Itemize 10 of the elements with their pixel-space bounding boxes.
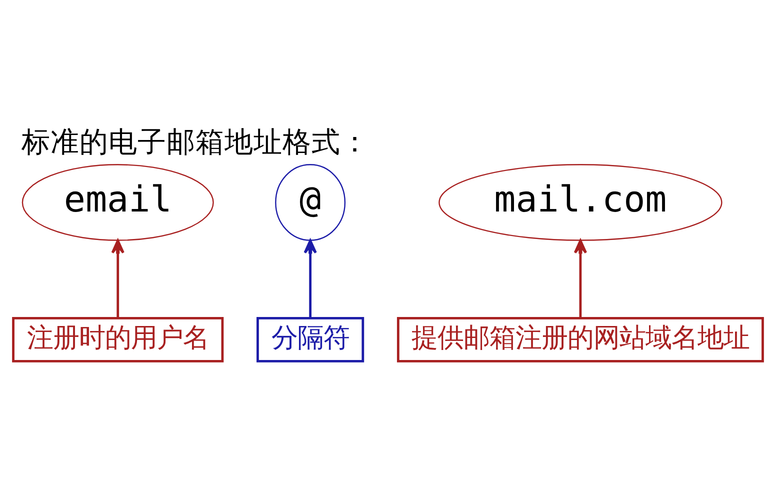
node-box: 提供邮箱注册的网站域名地址 (396, 317, 764, 362)
arrow (304, 239, 317, 318)
arrow (111, 239, 124, 318)
diagram-title: 标准的电子邮箱地址格式： (22, 124, 370, 159)
node-ellipse: email (22, 164, 214, 241)
node-circle: @ (275, 164, 346, 241)
arrow (574, 239, 588, 318)
node-ellipse: mail.com (438, 164, 722, 241)
node-box: 注册时的用户名 (12, 317, 224, 362)
node-box: 分隔符 (256, 317, 364, 362)
